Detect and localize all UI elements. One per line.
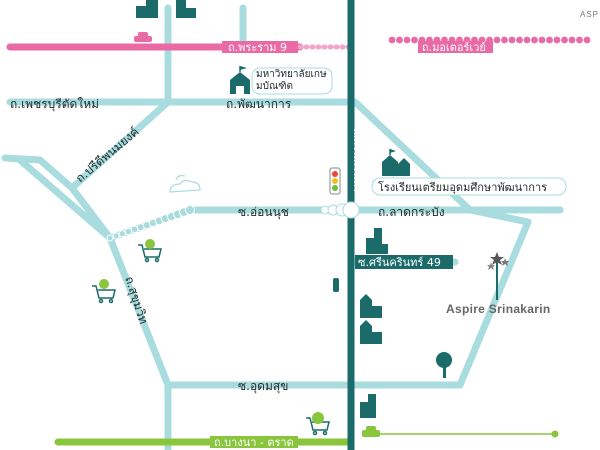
rama9-dot bbox=[553, 36, 561, 44]
rama9-dot bbox=[411, 36, 418, 44]
road-bubble bbox=[118, 229, 127, 238]
rama9-dot bbox=[441, 36, 448, 44]
rama9-dot bbox=[561, 36, 568, 44]
rama9-road bbox=[6, 36, 591, 53]
road-label-srinakarin: ถ.ศรีนครินทร์ bbox=[351, 128, 364, 193]
building-icon bbox=[360, 294, 382, 318]
rama9-dot bbox=[546, 36, 553, 44]
road-bubble bbox=[185, 205, 195, 215]
road-bubbles bbox=[106, 201, 360, 242]
project-label: Aspire Srinakarin bbox=[446, 302, 550, 316]
road-sukhumvit bbox=[106, 234, 172, 450]
road-label-phetchaburi: ถ.เพชรบุรีตัดใหม่ bbox=[10, 97, 99, 112]
srinakarin-main-road bbox=[347, 0, 453, 450]
school-icon bbox=[382, 149, 410, 176]
car-icon bbox=[362, 426, 380, 437]
rama9-dot bbox=[508, 36, 516, 44]
rama9-dot bbox=[418, 36, 426, 44]
road-label-bangna-trat: ถ.บางนา - ตราด bbox=[214, 436, 294, 449]
building-icon bbox=[360, 320, 382, 344]
rama9-dot bbox=[531, 36, 538, 44]
road-label-pridi: ถ.ปรีดีพนมยงค์ bbox=[73, 125, 142, 186]
university-label: มหาวิทยาลัยเกษมบัณฑิต bbox=[256, 69, 327, 92]
road-left-diagonal bbox=[16, 156, 114, 242]
tree-icon bbox=[436, 352, 452, 378]
rama9-dot bbox=[583, 36, 591, 44]
rama9-dot bbox=[396, 36, 403, 44]
building-icon bbox=[176, 0, 196, 18]
road-pridi bbox=[68, 98, 172, 192]
rama9-dot bbox=[576, 36, 583, 44]
rama9-dot bbox=[426, 36, 433, 44]
road-label-rama9: ถ.พระราม 9 bbox=[228, 41, 287, 54]
car-icon bbox=[134, 32, 152, 42]
rama9-dot bbox=[433, 36, 441, 44]
traffic-light-icon bbox=[329, 167, 341, 195]
corner-brand-text: ASP bbox=[580, 10, 599, 19]
shopping-cart-icon bbox=[138, 239, 162, 263]
rama9-dot bbox=[388, 36, 396, 44]
rama9-dot bbox=[478, 36, 486, 44]
rama9-dot bbox=[456, 36, 463, 44]
rama9-dotted-segment bbox=[388, 36, 591, 44]
road-label-phatthanakan: ถ.พัฒนาการ bbox=[226, 97, 292, 111]
rama9-dot bbox=[523, 36, 531, 44]
rama9-dot bbox=[493, 36, 501, 44]
cloud-icon bbox=[169, 174, 201, 193]
rama9-dot bbox=[486, 36, 493, 44]
road-udom-suk bbox=[164, 206, 532, 389]
shopping-cart-icon bbox=[92, 279, 116, 304]
building-icon bbox=[366, 228, 388, 254]
rama9-dot bbox=[448, 36, 456, 44]
road-label-sukhumvit: ถ.สุขุมวิท bbox=[121, 275, 150, 326]
university-icon bbox=[230, 66, 250, 94]
bangna-trat-road bbox=[54, 430, 559, 448]
rama9-dot bbox=[403, 36, 411, 44]
rama9-dot bbox=[568, 36, 576, 44]
school-label: โรงเรียนเตรียมอุดมศึกษาพัฒนาการ bbox=[378, 180, 547, 194]
road-bubble bbox=[342, 201, 360, 219]
university-label-box bbox=[251, 67, 333, 95]
rama9-dot bbox=[463, 36, 471, 44]
university-label-fo: มหาวิทยาลัยเกษมบัณฑิต bbox=[256, 69, 327, 92]
road-label-udom-suk: ซ.อุดมสุข bbox=[238, 379, 288, 394]
school-label-box bbox=[371, 177, 567, 196]
road-bubble bbox=[106, 234, 114, 242]
road-label-on-nut: ซ.อ่อนนุช bbox=[238, 205, 289, 220]
rama9-dot bbox=[538, 36, 546, 44]
road-label-lat-krabang: ถ.ลาดกระบัง bbox=[378, 205, 445, 219]
building-icon bbox=[333, 278, 339, 292]
shopping-cart-icon bbox=[306, 412, 330, 436]
road-label-motorway: ถ.มอเตอร์เวย์ bbox=[422, 41, 486, 54]
road-bubble bbox=[112, 232, 120, 240]
building-icon bbox=[360, 394, 376, 418]
rama9-dot bbox=[516, 36, 523, 44]
building-icon bbox=[136, 0, 158, 18]
star-icon bbox=[487, 252, 509, 300]
road-label-srinakarin-49: ซ.ศรีนครินทร์ 49 bbox=[358, 256, 441, 269]
rama9-dot bbox=[501, 36, 508, 44]
rama9-dot bbox=[471, 36, 478, 44]
